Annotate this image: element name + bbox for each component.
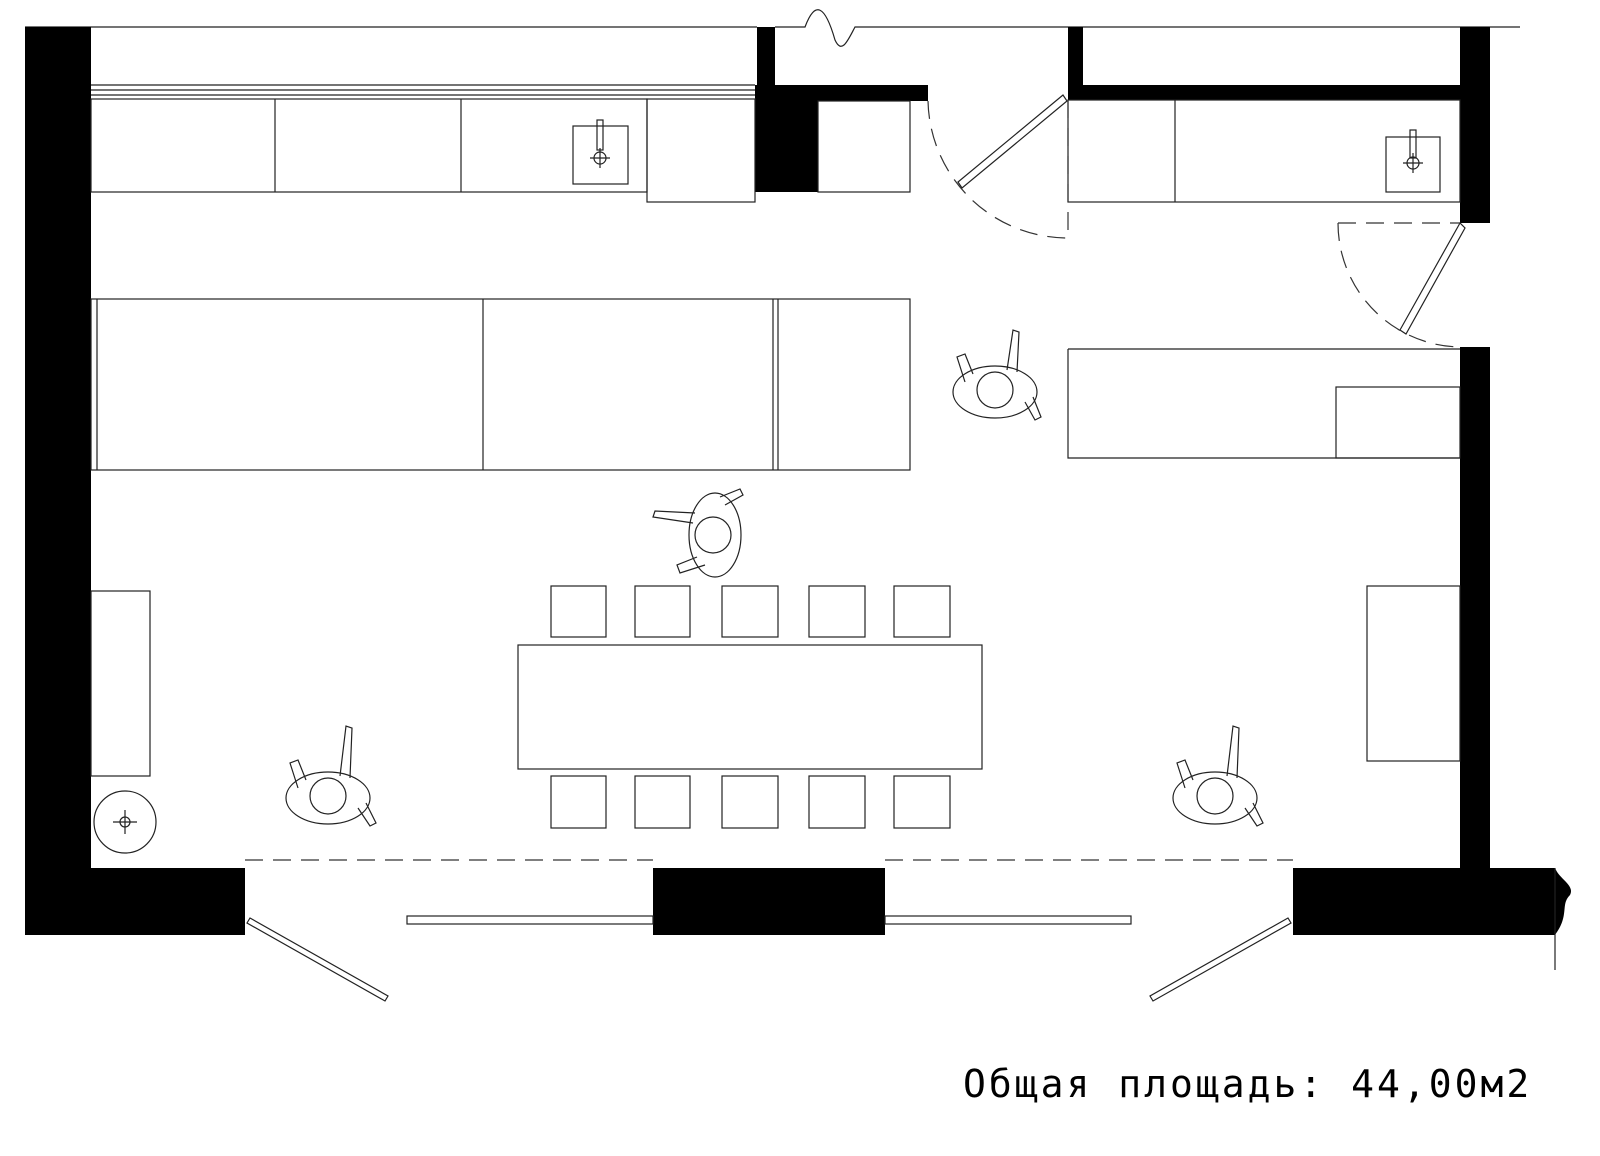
person-topview-icon bbox=[1172, 725, 1264, 827]
person-topview-icon bbox=[952, 329, 1042, 421]
right-cabinet bbox=[1366, 585, 1461, 762]
round-sink-icon bbox=[93, 790, 157, 854]
person-topview-icon bbox=[652, 488, 744, 578]
door-swing-icon bbox=[1337, 222, 1466, 348]
top-right-cabinets bbox=[1067, 99, 1461, 203]
person-topview-icon bbox=[285, 725, 377, 827]
top-left-cabinets bbox=[90, 84, 911, 203]
door-swing-icon bbox=[927, 94, 1069, 239]
sink-icon bbox=[572, 119, 629, 185]
total-area-label: Общая площадь: 44,00м2 bbox=[963, 1062, 1532, 1106]
center-counter bbox=[90, 298, 911, 471]
right-counter bbox=[1067, 348, 1461, 459]
sink-icon bbox=[1385, 129, 1441, 193]
outer-boundary bbox=[25, 9, 1520, 47]
walls bbox=[25, 27, 1572, 935]
bottom-doors bbox=[245, 859, 1293, 1002]
left-cabinet bbox=[90, 590, 151, 777]
dining-table bbox=[517, 585, 983, 829]
